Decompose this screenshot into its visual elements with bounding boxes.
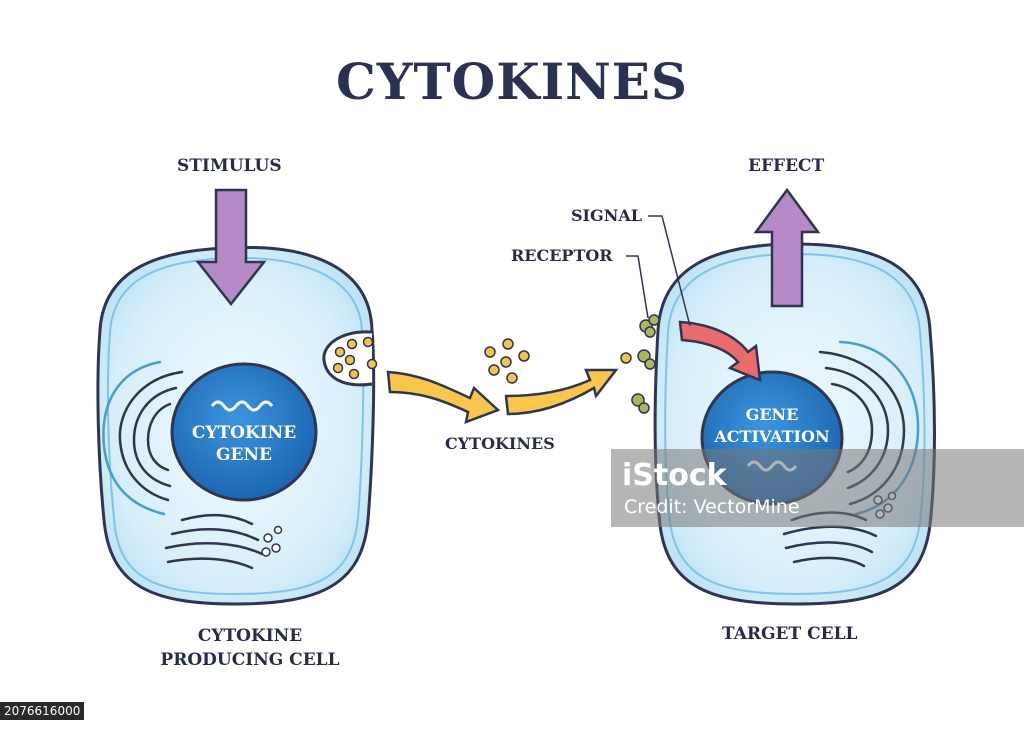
cytokine-producing-cell: CYTOKINE GENE [96, 188, 378, 606]
cytokine-gene-nucleus: CYTOKINE GENE [170, 362, 318, 502]
target-cell: GENE ACTIVATION [631, 187, 936, 606]
producing-cell-label: CYTOKINE PRODUCING CELL [160, 626, 340, 670]
receptors [631, 314, 660, 414]
vesicle-particles [332, 336, 378, 380]
effect-label: EFFECT [748, 156, 825, 176]
target-cell-label: TARGET CELL [722, 624, 858, 644]
left-endoplasmic-reticulum [102, 360, 184, 516]
left-vesicles [261, 525, 283, 557]
right-nucleus-line1: GENE [746, 405, 799, 424]
watermark-brand: iStock [622, 458, 727, 493]
receptor-label: RECEPTOR [511, 246, 613, 265]
cytokine-particles [484, 338, 632, 384]
left-nucleus-line1: CYTOKINE [192, 423, 296, 443]
watermark-banner [611, 449, 1024, 527]
stimulus-arrow [195, 188, 267, 307]
effect-arrow [753, 187, 821, 308]
right-nucleus-line2: ACTIVATION [713, 427, 829, 446]
signal-arrow [678, 320, 762, 382]
image-id-tag: 2076616000 [0, 702, 85, 720]
left-nucleus-line2: GENE [216, 445, 272, 465]
left-golgi-apparatus [164, 513, 264, 570]
dna-icon [210, 400, 274, 412]
cytokines-label: CYTOKINES [445, 434, 555, 453]
stimulus-label: STIMULUS [177, 156, 282, 176]
leader-lines [626, 215, 691, 327]
delivery-arrow [504, 368, 619, 416]
release-arrow [386, 370, 501, 424]
signal-label: SIGNAL [571, 206, 642, 225]
diagram-title: CYTOKINES [335, 52, 689, 111]
watermark-credit: Credit: VectorMine [624, 496, 800, 518]
